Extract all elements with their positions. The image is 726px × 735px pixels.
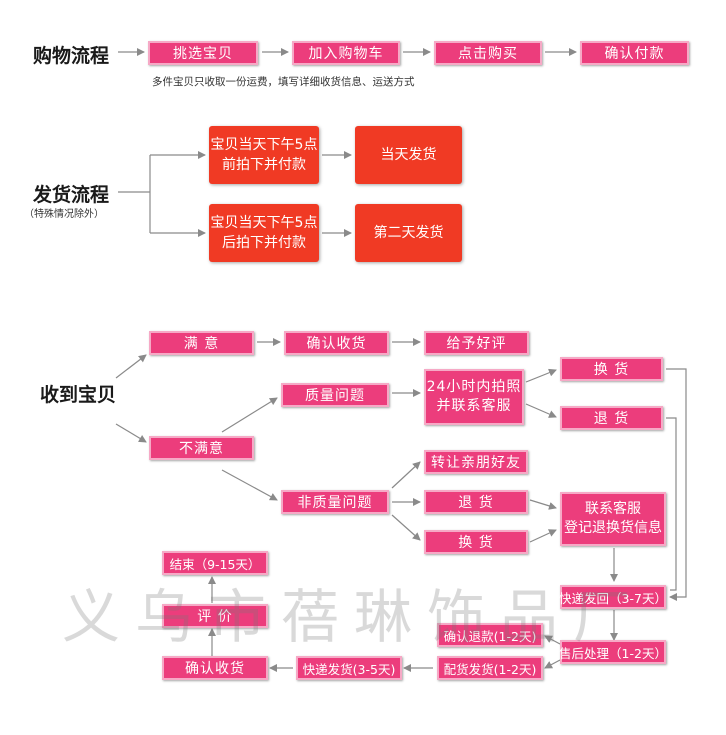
- node-photo-line2: 并联系客服: [436, 398, 512, 414]
- node-contact-line1: 联系客服: [585, 501, 641, 517]
- node-delivery: 配货发货(1-2天): [437, 656, 543, 680]
- step-add-to-cart: 加入购物车: [292, 41, 400, 65]
- condition-after-line2: 后拍下并付款: [222, 235, 306, 251]
- node-transfer-friends: 转让亲朋好友: [424, 450, 528, 474]
- node-exchange: 换 货: [560, 357, 663, 381]
- node-quality-issue: 质量问题: [281, 383, 389, 407]
- condition-after-line1: 宝贝当天下午5点: [210, 215, 318, 231]
- delivery-flow-sublabel: （特殊情况除外）: [24, 209, 104, 220]
- node-express-back: 快递发回（3-7天）: [559, 585, 667, 609]
- node-photo-line1: 24小时内拍照: [426, 379, 522, 395]
- node-return-2: 退 货: [424, 490, 528, 514]
- node-non-quality-issue: 非质量问题: [281, 490, 389, 514]
- step-choose-item: 挑选宝贝: [148, 41, 258, 65]
- condition-after-5pm: 宝贝当天下午5点 后拍下并付款: [209, 204, 319, 262]
- node-photo-contact: 24小时内拍照 并联系客服: [424, 369, 524, 425]
- shipping-note: 多件宝贝只收取一份运费，填写详细收货信息、运送方式: [152, 76, 415, 88]
- node-contact-service: 联系客服 登记退换货信息: [560, 492, 666, 546]
- step-confirm-payment: 确认付款: [580, 41, 689, 65]
- node-return: 退 货: [560, 406, 663, 430]
- node-confirm-receipt: 确认收货: [284, 331, 389, 355]
- node-review: 评 价: [162, 604, 268, 628]
- node-satisfied: 满 意: [149, 331, 254, 355]
- node-refund: 确认退款(1-2天): [437, 623, 543, 647]
- received-item-label: 收到宝贝: [40, 384, 117, 406]
- condition-before-line1: 宝贝当天下午5点: [210, 137, 318, 153]
- node-express-send: 快递发货(3-5天): [296, 656, 402, 680]
- node-confirm-receipt-2: 确认收货: [162, 656, 268, 680]
- node-after-sales: 售后处理（1-2天）: [559, 640, 667, 664]
- node-exchange-2: 换 货: [424, 530, 528, 554]
- node-good-review: 给予好评: [424, 331, 529, 355]
- node-end: 结束（9-15天）: [162, 551, 268, 575]
- delivery-flow-label: 发货流程: [33, 184, 110, 206]
- node-contact-line2: 登记退换货信息: [564, 520, 662, 536]
- step-click-buy: 点击购买: [434, 41, 542, 65]
- condition-before-line2: 前拍下并付款: [222, 157, 306, 173]
- watermark: 义乌市蓓琳饰品厂: [62, 583, 647, 651]
- condition-before-5pm: 宝贝当天下午5点 前拍下并付款: [209, 126, 319, 184]
- node-unsatisfied: 不满意: [149, 436, 254, 460]
- next-day-shipping: 第二天发货: [355, 204, 462, 262]
- same-day-shipping: 当天发货: [355, 126, 462, 184]
- shopping-flow-label: 购物流程: [33, 45, 110, 67]
